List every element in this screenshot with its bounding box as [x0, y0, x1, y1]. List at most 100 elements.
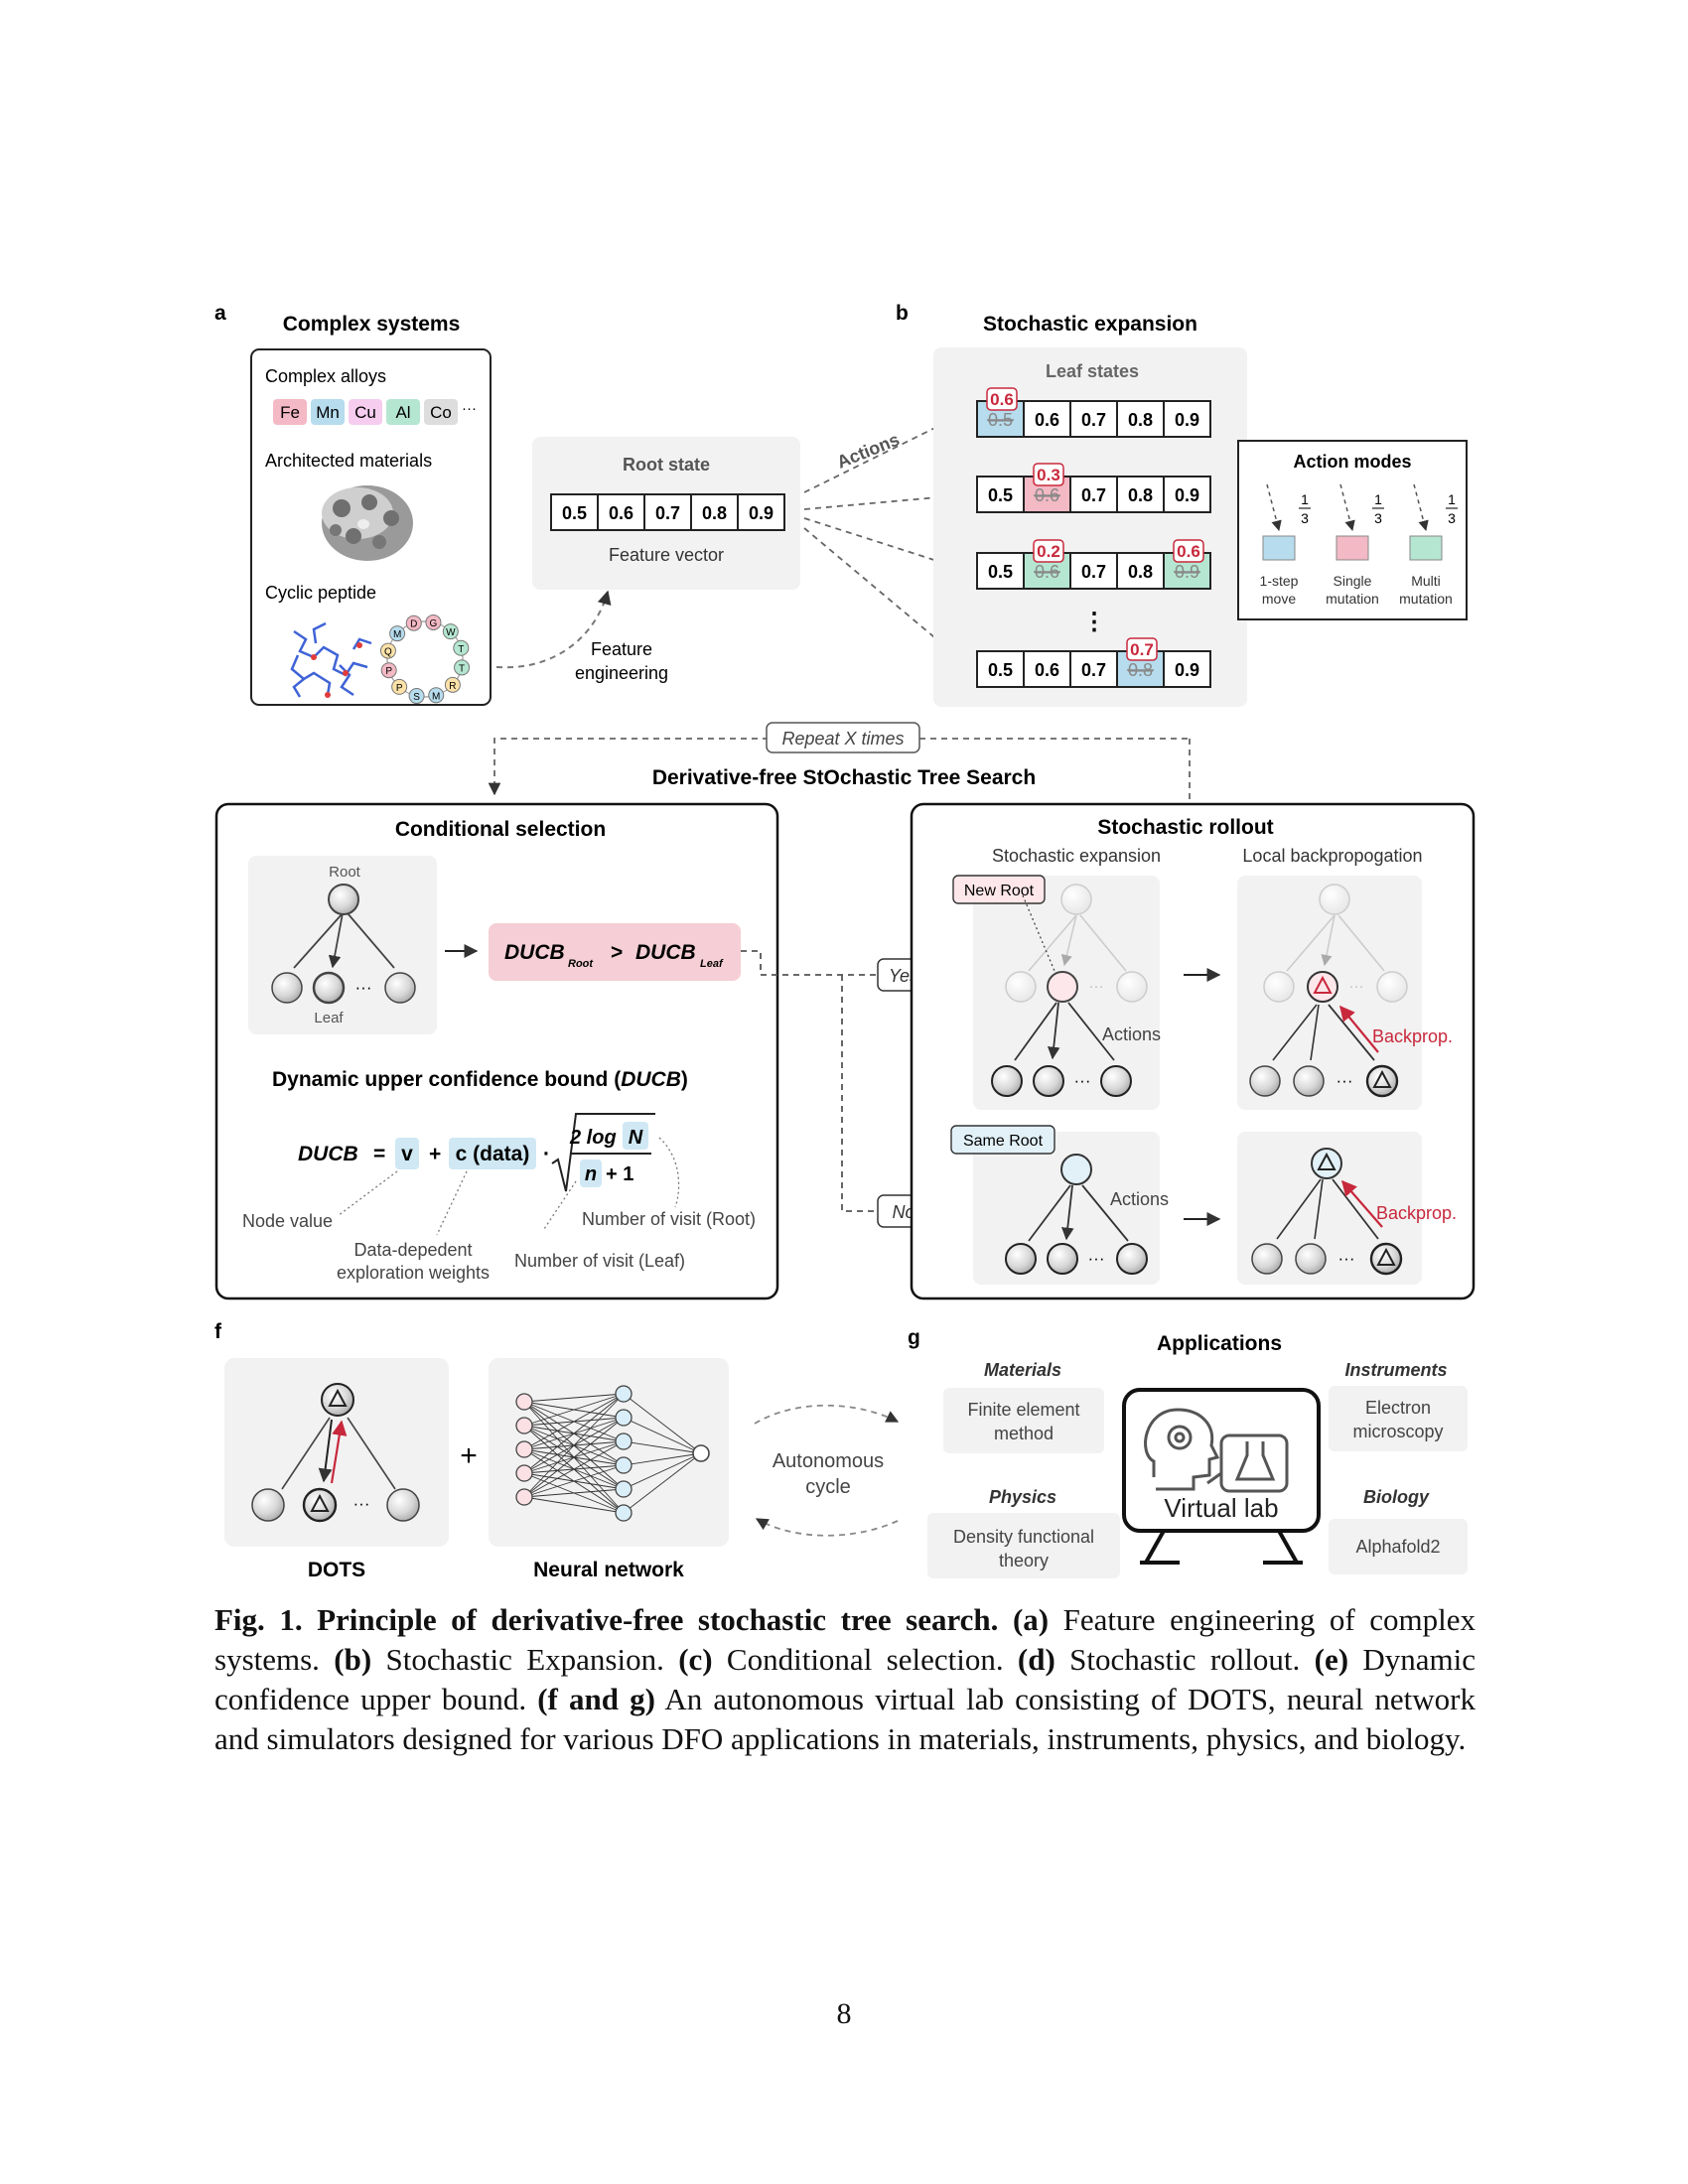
residue-circle — [379, 642, 396, 659]
visit-root-label: Number of visit (Root) — [582, 1209, 756, 1229]
mode-prob-denominator: 3 — [1448, 510, 1456, 526]
biology-item-box — [1329, 1519, 1468, 1574]
instruments-item-1: Electron — [1365, 1398, 1431, 1418]
leaf-value: 0.6 — [1035, 660, 1059, 680]
faded-edge — [1337, 914, 1385, 972]
leaf-value: 0.7 — [1081, 485, 1106, 505]
nn-input-neuron — [515, 1440, 533, 1458]
leaf-cell — [1163, 400, 1211, 438]
caption-part-label: (f and g) — [537, 1682, 655, 1716]
architected-materials-label: Architected materials — [265, 451, 432, 471]
stochastic-expansion-column-label: Stochastic expansion — [992, 846, 1161, 866]
nn-input-neuron — [515, 1464, 533, 1482]
tree-edge — [1067, 1002, 1115, 1061]
plus-sign: + — [460, 1439, 478, 1472]
dots-title: Derivative-free StOchastic Tree Search — [652, 766, 1036, 789]
root-vector-cell — [737, 493, 785, 531]
faded-edge — [1321, 914, 1336, 967]
feature-engineering-label-1: Feature — [591, 639, 652, 659]
residue-circle — [454, 659, 471, 676]
caption-part-text: Conditional selection. — [712, 1642, 1018, 1677]
element-chip-al — [386, 399, 420, 425]
biology-heading: Biology — [1363, 1487, 1430, 1507]
triangle-icon — [1313, 975, 1333, 994]
tree-edge — [281, 1417, 331, 1490]
cyclic-peptide-label: Cyclic peptide — [265, 583, 376, 603]
mode-label-line2: mutation — [1326, 591, 1379, 607]
leaf-states-label: Leaf states — [1046, 361, 1139, 381]
leaf-new-value: 0.2 — [1037, 542, 1060, 561]
nn-connection — [523, 1393, 625, 1427]
leaf-value: 0.5 — [988, 485, 1013, 505]
same-root-node — [1060, 1154, 1092, 1185]
actions-label-bottom: Actions — [1110, 1189, 1169, 1209]
figure-caption: Fig. 1. Principle of derivative-free sto… — [214, 1600, 1476, 1759]
new-value-badge — [1173, 539, 1204, 563]
nn-connection — [623, 1393, 702, 1454]
ducb-leaf-subscript: Leaf — [700, 958, 724, 970]
physics-item-box — [927, 1513, 1120, 1578]
caption-part-text: Stochastic rollout. — [1055, 1642, 1315, 1677]
tree-edge — [293, 912, 344, 969]
residue-letter: W — [446, 627, 456, 638]
autonomous-cycle-label-2: cycle — [805, 1476, 851, 1498]
leaf-cell — [976, 476, 1025, 513]
selection-tree-bg — [248, 856, 437, 1034]
residue-letter: D — [410, 619, 417, 630]
panel-letter-g: g — [908, 1326, 920, 1349]
selected-leaf-node — [312, 971, 346, 1005]
child-ellipsis: ··· — [1074, 1071, 1091, 1090]
element-chip-label: Mn — [316, 403, 340, 422]
backprop-label-top: Backprop. — [1372, 1026, 1453, 1046]
mode-label-line1: Single — [1334, 573, 1372, 589]
leaf-value: 0.9 — [1175, 410, 1199, 430]
nn-connection — [623, 1440, 702, 1454]
child-node — [991, 1065, 1023, 1097]
tree-edge — [1060, 1184, 1074, 1241]
tree-edge — [1047, 1002, 1060, 1060]
nn-input-neuron — [515, 1417, 533, 1434]
root-state-title: Root state — [623, 455, 710, 475]
nn-connection — [523, 1393, 625, 1450]
residue-circle — [380, 662, 397, 679]
caption-title: Principle of derivative-free stochastic … — [317, 1602, 999, 1637]
nn-connection — [623, 1452, 702, 1466]
repeat-x-times-label: Repeat X times — [781, 729, 904, 749]
root-vector-value: 0.9 — [749, 503, 774, 523]
feature-engineering-label-2: engineering — [575, 663, 668, 683]
leaf-node — [384, 972, 416, 1004]
action-modes-title: Action modes — [1293, 452, 1411, 472]
autonomous-cycle-label-1: Autonomous — [773, 1450, 884, 1472]
formula-dot: · — [543, 1143, 550, 1165]
panel-c-title: Conditional selection — [395, 818, 606, 841]
elements-ellipsis: ··· — [462, 400, 477, 417]
child-node — [1047, 1243, 1078, 1275]
leaf-node — [251, 1488, 285, 1522]
root-node — [328, 884, 359, 915]
no-label: No — [892, 1202, 914, 1222]
nn-connection — [623, 1417, 702, 1454]
materials-item-1: Finite element — [967, 1400, 1079, 1420]
panel-d: Dynamic upper confidence bound (DUCB) DU… — [242, 1068, 756, 1283]
faded-ellipsis: ··· — [1089, 978, 1104, 995]
panel-letter-f: f — [214, 1320, 222, 1343]
materials-heading: Materials — [984, 1360, 1061, 1380]
neural-network-label: Neural network — [533, 1559, 684, 1581]
root-vector-value: 0.8 — [702, 503, 727, 523]
tree-edge — [1081, 1184, 1129, 1242]
element-chip-cu — [349, 399, 382, 425]
ring-backbone — [386, 620, 464, 698]
residue-letter: Q — [384, 647, 392, 658]
panel-e-title: Stochastic rollout — [1097, 816, 1273, 839]
formula-n: n — [585, 1163, 597, 1185]
formula-v: v — [401, 1143, 413, 1165]
local-backprop-column-label: Local backpropogation — [1242, 846, 1422, 866]
child-node — [1293, 1065, 1325, 1097]
residue-letter: S — [413, 692, 420, 703]
backprop-tree-bg-bottom — [1237, 1132, 1422, 1285]
leaf-new-value: 0.6 — [990, 390, 1014, 409]
data-dependent-label-2: exploration weights — [337, 1263, 490, 1283]
caption-part-label: (d) — [1017, 1642, 1055, 1677]
tree-edge — [1328, 1004, 1375, 1061]
